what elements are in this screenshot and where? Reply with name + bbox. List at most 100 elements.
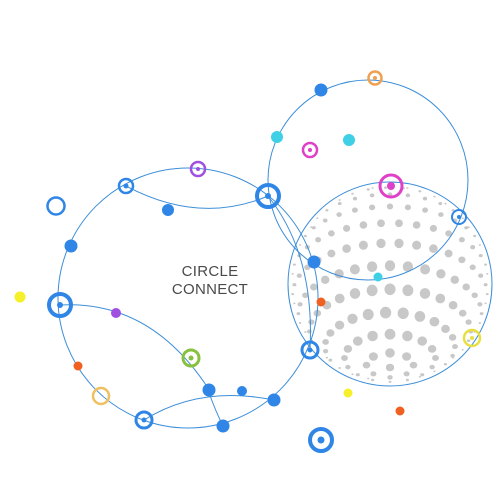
- sphere-dot: [322, 349, 329, 354]
- node-ring-blue-right: [451, 209, 467, 225]
- sphere-dot: [359, 221, 368, 229]
- sphere-dot: [443, 362, 448, 366]
- sphere-dot: [444, 202, 447, 205]
- sphere-dot: [316, 217, 319, 220]
- sphere-dot: [352, 196, 358, 201]
- sphere-dot: [383, 186, 388, 189]
- node-dot-cyan: [343, 134, 355, 146]
- node-ring-blue-right-mid: [300, 340, 320, 360]
- sphere-dot: [461, 217, 464, 220]
- sphere-dot: [351, 192, 354, 195]
- sphere-dot: [322, 218, 328, 223]
- sphere-dot: [303, 234, 307, 238]
- sphere-dot: [412, 240, 422, 250]
- node-ring-yellow: [462, 328, 482, 348]
- sphere-dot: [438, 202, 443, 206]
- sphere-dot: [403, 371, 410, 377]
- node-dot-red-orange: [73, 361, 83, 371]
- sphere-dot: [438, 212, 444, 218]
- sphere-dot: [477, 302, 483, 307]
- sphere-dot: [325, 209, 329, 212]
- sphere-dot: [414, 310, 426, 322]
- sphere-dot: [370, 371, 377, 377]
- sphere-outline-circle: [287, 181, 493, 387]
- sphere-dot: [370, 378, 375, 382]
- sphere-dot: [486, 273, 489, 275]
- sphere-dot: [484, 263, 488, 266]
- node-dot-yellow: [14, 291, 26, 303]
- sphere-dot: [366, 261, 378, 273]
- sphere-dot: [362, 361, 371, 369]
- sphere-dot: [466, 339, 471, 343]
- sphere-dot: [369, 193, 375, 198]
- sphere-dot: [444, 249, 453, 258]
- node-dot-blue: [162, 204, 174, 216]
- sphere-dot: [343, 345, 353, 353]
- node-ring-blue-small-bottom: [134, 410, 154, 430]
- node-ring-orange: [367, 70, 383, 86]
- sphere-dot: [341, 354, 348, 362]
- arc-left-middle: [59, 304, 209, 389]
- sphere-dot: [326, 329, 335, 337]
- sphere-dot: [478, 244, 482, 246]
- sphere-dot: [473, 234, 477, 238]
- sphere-dot: [315, 237, 322, 243]
- sphere-dot: [291, 293, 295, 296]
- sphere-dot: [469, 264, 476, 271]
- sphere-dot: [328, 358, 333, 362]
- sphere-dot: [418, 190, 422, 193]
- sphere-dot: [379, 306, 392, 319]
- sphere-dot: [402, 352, 412, 361]
- sphere-dot: [358, 240, 368, 250]
- node-ring-blue-hollow: [46, 196, 66, 216]
- sphere-dot: [338, 367, 341, 369]
- sphere-dot: [306, 329, 312, 334]
- sphere-dot: [298, 322, 302, 324]
- sphere-dot: [376, 238, 386, 249]
- sphere-dot: [386, 203, 394, 210]
- sphere-dot: [328, 230, 335, 237]
- sphere-dot: [337, 202, 342, 206]
- sphere-dot: [406, 187, 409, 189]
- sphere-dot: [405, 193, 411, 198]
- node-dot-red-orange: [316, 297, 326, 307]
- sphere-dot: [387, 375, 393, 380]
- sphere-dot: [470, 245, 476, 250]
- sphere-dot: [308, 319, 315, 325]
- sphere-dot: [485, 293, 489, 296]
- sphere-dot: [291, 273, 294, 275]
- sphere-dot: [349, 264, 360, 275]
- sphere-dot: [420, 264, 431, 275]
- page-title: CIRCLE CONNECT: [150, 263, 270, 299]
- sphere-dot: [297, 302, 303, 307]
- sphere-dot: [334, 293, 345, 304]
- sphere-dot: [293, 302, 296, 305]
- sphere-dot: [461, 348, 464, 351]
- sphere-dot: [336, 212, 342, 218]
- sphere-dot: [418, 375, 422, 378]
- sphere-dot: [429, 364, 435, 370]
- sphere-dot: [351, 207, 358, 213]
- sphere-dot: [433, 195, 436, 198]
- sphere-dot: [296, 273, 302, 278]
- node-ring-purple: [189, 160, 207, 178]
- sphere-dot: [320, 275, 330, 284]
- sphere-dot: [367, 377, 370, 380]
- sphere-dot: [368, 352, 378, 361]
- sphere-dot: [388, 380, 392, 383]
- sphere-dot: [385, 348, 395, 358]
- node-dot-cyan: [271, 131, 283, 143]
- sphere-dot: [471, 292, 478, 299]
- node-dot-red-orange: [395, 406, 405, 416]
- sphere-dot: [417, 336, 428, 346]
- sphere-dot: [347, 313, 358, 324]
- sphere-dot: [435, 293, 446, 304]
- sphere-dot: [478, 253, 483, 258]
- node-ring-blue-small-top: [117, 177, 135, 195]
- sphere-dot: [292, 283, 297, 287]
- sphere-dot: [402, 261, 414, 273]
- sphere-dot: [484, 302, 487, 305]
- node-ring-green: [181, 348, 201, 368]
